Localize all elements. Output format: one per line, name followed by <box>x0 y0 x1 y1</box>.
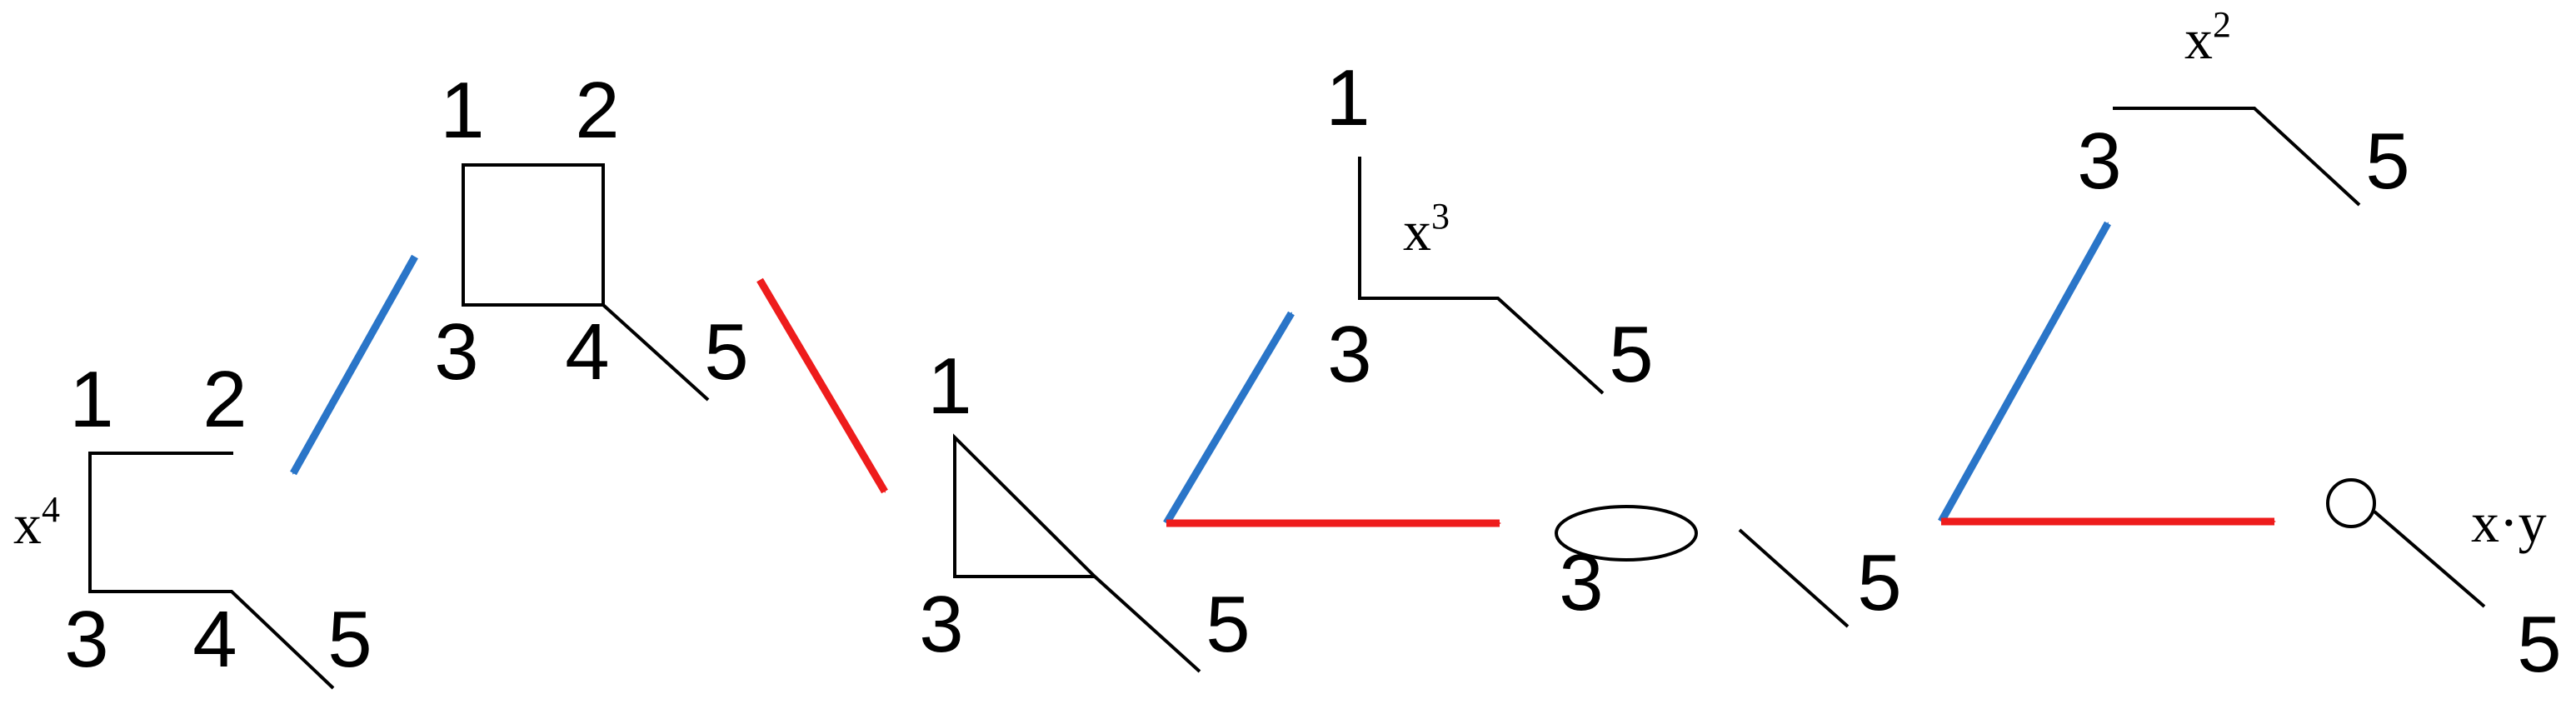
factor-x3: x3 <box>1403 196 1450 262</box>
path-x3-label-3: 3 <box>1327 310 1371 399</box>
self-loop-tail-edge <box>2373 510 2486 608</box>
square-label-2: 2 <box>575 66 619 155</box>
graph-square: 1 2 3 4 5 <box>434 66 749 402</box>
red-arrow-contract-1 <box>756 277 888 494</box>
path-x3-edges <box>1358 157 1605 395</box>
graph-triangle: 1 3 5 <box>919 342 1251 673</box>
square-label-1: 1 <box>440 66 484 155</box>
factor-xy: x·y <box>2471 491 2547 554</box>
graph-open-path-x4: 1 2 3 4 5 x4 <box>13 355 372 690</box>
graph-path-x3: 1 3 5 x3 <box>1325 53 1653 399</box>
blue-arrow-delete-2 <box>1163 311 1295 526</box>
path-x3-label-1: 1 <box>1325 53 1370 142</box>
square-label-5: 5 <box>704 307 748 397</box>
factor-x2: x2 <box>2184 4 2231 71</box>
path-x4-label-5: 5 <box>327 595 372 684</box>
square-label-3: 3 <box>434 307 478 397</box>
triangle-label-5: 5 <box>1206 580 1250 669</box>
path-x4-label-3: 3 <box>64 595 108 684</box>
path-x2-label-3: 3 <box>2077 117 2121 206</box>
square-label-4: 4 <box>565 307 609 397</box>
factor-x4: x4 <box>13 489 60 556</box>
path-x4-label-2: 2 <box>202 355 247 444</box>
path-x3-label-5: 5 <box>1609 310 1653 399</box>
graph-loop: 3 5 <box>1555 505 1902 628</box>
triangle-label-3: 3 <box>919 580 963 669</box>
path-x4-label-1: 1 <box>69 355 113 444</box>
self-loop-circle <box>2326 478 2376 528</box>
loop-tail-edge <box>1738 528 1850 628</box>
path-x2-label-5: 5 <box>2365 117 2409 206</box>
path-x2-edges <box>2113 107 2361 207</box>
graph-path-x2: 3 5 x2 <box>2077 4 2410 207</box>
path-x4-edges <box>88 452 335 690</box>
square-cycle <box>462 163 605 307</box>
loop-label-5: 5 <box>1857 538 1901 627</box>
blue-arrow-delete-1 <box>290 254 418 476</box>
triangle-cycle <box>953 433 1099 578</box>
square-tail-edge <box>602 303 710 402</box>
graph-self-loop: 5 x·y <box>2326 478 2562 689</box>
loop-double-edge <box>1555 505 1698 562</box>
blue-arrow-delete-3 <box>1938 221 2111 524</box>
triangle-label-1: 1 <box>927 342 971 431</box>
loop-label-3: 3 <box>1559 538 1603 627</box>
triangle-tail-edge <box>1093 575 1201 673</box>
path-x4-label-4: 4 <box>192 595 237 684</box>
self-loop-label-5: 5 <box>2517 600 2561 689</box>
